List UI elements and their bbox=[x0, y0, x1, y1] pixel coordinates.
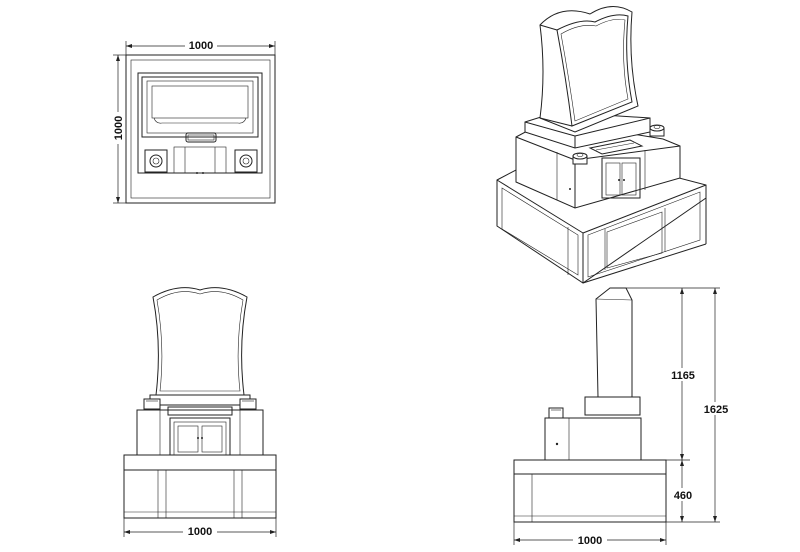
iso-door-cabinet bbox=[601, 157, 641, 199]
front-door-cabinet bbox=[169, 417, 231, 456]
iso-left-vase bbox=[572, 152, 588, 165]
iso-incense-tray bbox=[588, 139, 644, 155]
top-view-width-label: 1000 bbox=[189, 40, 213, 52]
side-pedestal bbox=[584, 396, 641, 416]
incense-holder-plan bbox=[185, 132, 217, 143]
isometric-view bbox=[496, 6, 707, 284]
side-base-top bbox=[513, 459, 667, 475]
side-total-height-label: 1625 bbox=[704, 404, 728, 416]
front-headstone bbox=[152, 287, 248, 396]
side-total-height-dimension: 1625 bbox=[700, 288, 730, 522]
front-pedestal bbox=[149, 394, 251, 406]
side-view: 1000 1165 460 1625 bbox=[513, 287, 730, 547]
front-stage bbox=[136, 409, 264, 456]
front-view: 1000 bbox=[123, 287, 277, 538]
side-base-height-dimension: 460 bbox=[670, 460, 696, 522]
side-upper-height-dimension: 1165 bbox=[668, 288, 698, 460]
front-base bbox=[123, 469, 277, 519]
right-vase-plan bbox=[234, 149, 258, 173]
side-base bbox=[513, 473, 667, 523]
base-outline-plan bbox=[125, 54, 276, 204]
top-view-depth-dimension: 1000 bbox=[110, 54, 128, 204]
side-view-width-dimension: 1000 bbox=[513, 522, 667, 547]
front-left-vase bbox=[143, 398, 161, 410]
side-base-height-label: 460 bbox=[674, 490, 692, 502]
side-view-width-label: 1000 bbox=[578, 535, 602, 547]
left-vase-plan bbox=[144, 149, 168, 173]
top-view-depth-label: 1000 bbox=[113, 116, 125, 140]
side-vase bbox=[548, 407, 564, 419]
front-view-width-label: 1000 bbox=[188, 526, 212, 538]
side-stage bbox=[544, 417, 642, 461]
headstone-plan bbox=[141, 76, 259, 138]
top-view-width-dimension: 1000 bbox=[125, 38, 276, 56]
iso-headstone bbox=[539, 6, 639, 133]
top-view: 1000 1000 bbox=[110, 38, 276, 204]
iso-right-vase bbox=[649, 124, 665, 137]
front-base-top bbox=[123, 454, 277, 471]
front-incense-tray bbox=[167, 406, 233, 416]
side-upper-height-label: 1165 bbox=[671, 370, 695, 382]
front-view-width-dimension: 1000 bbox=[123, 518, 277, 538]
side-headstone bbox=[595, 287, 633, 398]
front-right-vase bbox=[239, 398, 257, 410]
